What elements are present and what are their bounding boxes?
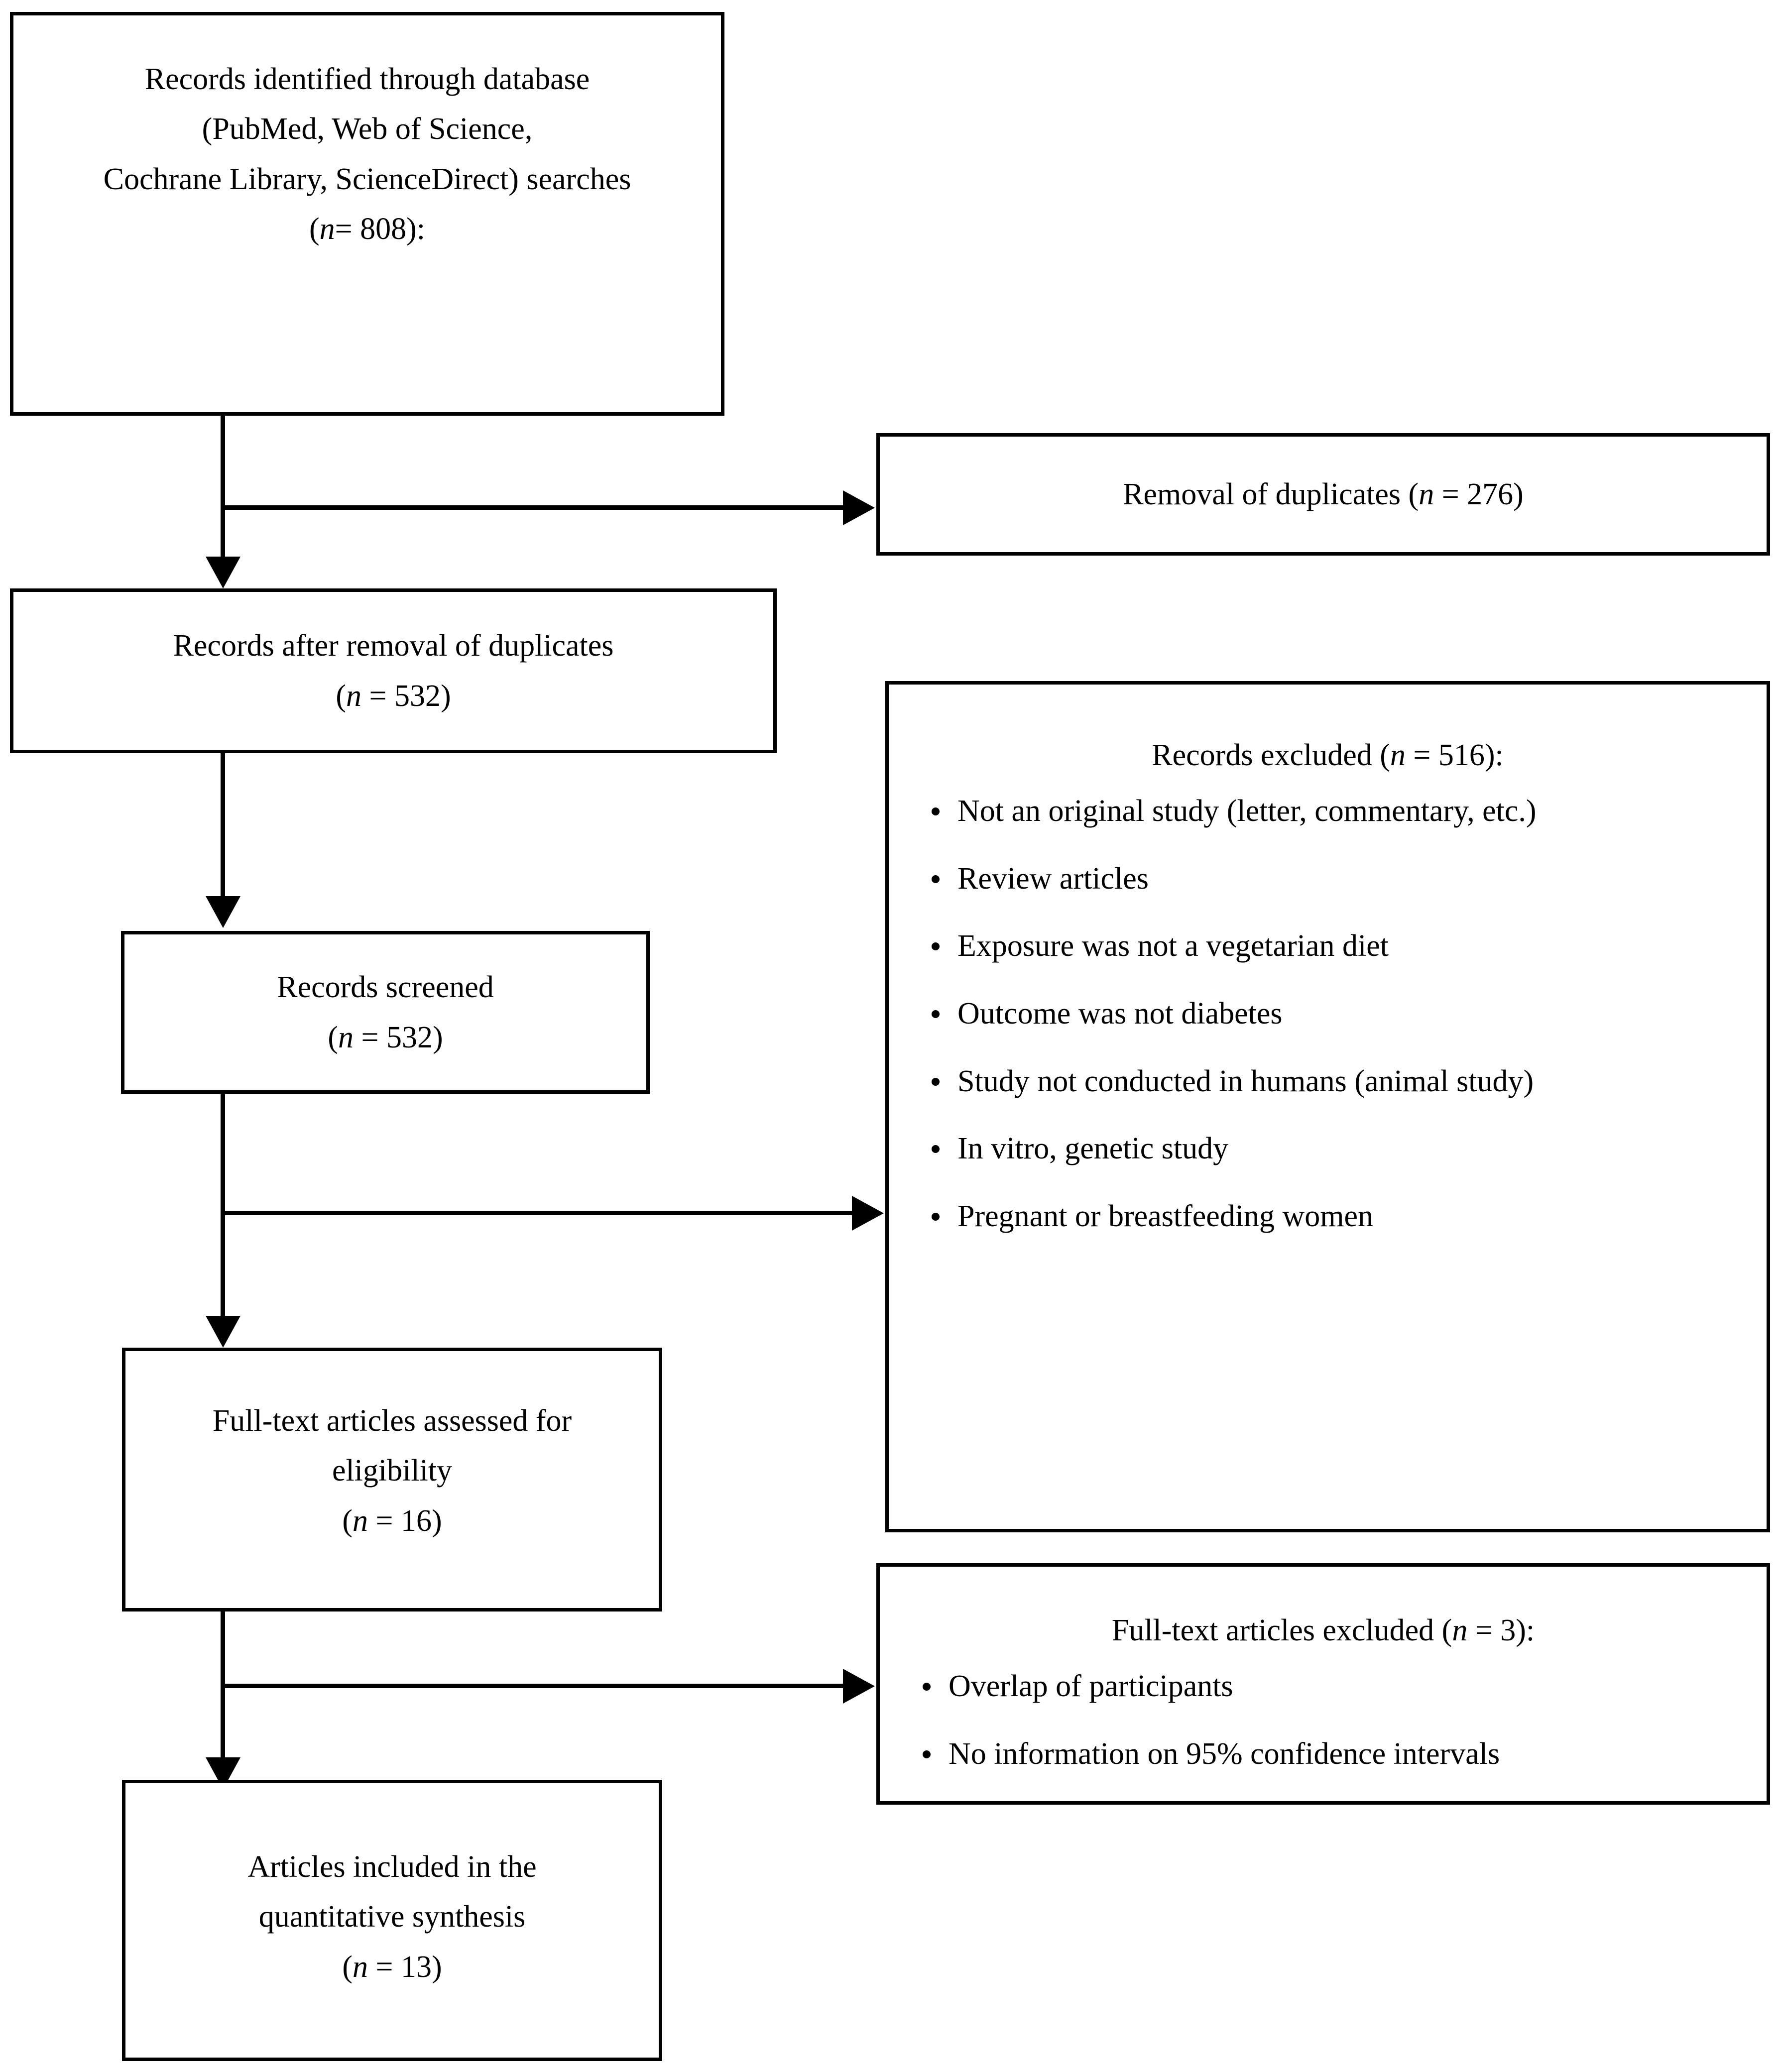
records-identified-line-1: Records identified through database: [144, 62, 590, 96]
list-item-label: Overlap of participants: [949, 1669, 1233, 1703]
fulltext-excluded-header-after: = 3):: [1467, 1613, 1535, 1647]
records-screened-count: (n = 532): [328, 1020, 443, 1054]
n-italic: n: [1419, 477, 1434, 511]
list-item: In vitro, genetic study: [917, 1128, 1739, 1170]
list-item: Study not conducted in humans (animal st…: [917, 1061, 1739, 1103]
n-value: = 13): [368, 1950, 442, 1984]
list-item: Pregnant or breastfeeding women: [917, 1196, 1739, 1238]
connector-to-fulltext-excluded: [223, 1684, 845, 1688]
box-records-excluded: Records excluded (n = 516): Not an origi…: [885, 681, 1770, 1532]
records-after-removal-count: (n = 532): [336, 679, 451, 713]
fulltext-assessed-count: (n = 16): [342, 1503, 442, 1538]
list-item: Overlap of participants: [908, 1666, 1739, 1708]
box-articles-included: Articles included in the quantitative sy…: [122, 1780, 662, 2061]
n-italic: n: [353, 1950, 368, 1984]
articles-included-line-2: quantitative synthesis: [258, 1900, 526, 1934]
bullet-dot-icon: [932, 875, 940, 883]
list-item: Exposure was not a vegetarian diet: [917, 925, 1739, 967]
box-removal-of-duplicates: Removal of duplicates (n = 276): [876, 433, 1770, 556]
n-italic: n: [1390, 738, 1406, 772]
records-after-removal-line-1: Records after removal of duplicates: [173, 629, 614, 663]
n-italic: n: [1452, 1613, 1468, 1647]
removal-of-duplicates-text: Removal of duplicates (n = 276): [1123, 469, 1524, 519]
n-italic: n: [319, 212, 335, 246]
bullet-dot-icon: [932, 807, 940, 815]
fulltext-assessed-line-2: eligibility: [332, 1454, 453, 1488]
arrowhead-to-after-duplicates: [206, 557, 240, 588]
n-value: = 532): [354, 1020, 443, 1054]
list-item-label: Not an original study (letter, commentar…: [957, 794, 1537, 828]
records-excluded-header: Records excluded (n = 516):: [917, 732, 1739, 779]
fulltext-excluded-header: Full-text articles excluded (n = 3):: [908, 1608, 1739, 1654]
records-identified-count: (n= 808):: [309, 212, 425, 246]
fulltext-excluded-header-before: Full-text articles excluded (: [1111, 1613, 1452, 1647]
list-item-label: Study not conducted in humans (animal st…: [957, 1064, 1534, 1098]
list-item-label: No information on 95% confidence interva…: [949, 1736, 1500, 1771]
bullet-dot-icon: [932, 1145, 940, 1153]
list-item: Not an original study (letter, commentar…: [917, 791, 1739, 832]
arrowhead-to-screened: [206, 896, 240, 928]
connector-to-duplicates-box: [223, 505, 845, 510]
fulltext-assessed-line-1: Full-text articles assessed for: [212, 1404, 572, 1438]
articles-included-count: (n = 13): [342, 1950, 442, 1984]
arrowhead-to-duplicates-box: [843, 490, 875, 525]
bullet-dot-icon: [923, 1750, 931, 1758]
records-excluded-header-before: Records excluded (: [1152, 738, 1390, 772]
records-identified-line-2: (PubMed, Web of Science,: [202, 112, 533, 146]
arrowhead-to-fulltext-assessed: [206, 1316, 240, 1348]
list-item: Outcome was not diabetes: [917, 993, 1739, 1035]
arrowhead-to-records-excluded: [852, 1196, 884, 1231]
list-item: No information on 95% confidence interva…: [908, 1733, 1739, 1775]
list-item-label: Exposure was not a vegetarian diet: [957, 929, 1389, 963]
bullet-dot-icon: [932, 942, 940, 951]
n-value: = 532): [361, 679, 451, 713]
connector-screened-to-fulltext: [221, 1094, 225, 1318]
list-item-label: Outcome was not diabetes: [957, 997, 1283, 1031]
n-value: = 16): [368, 1503, 442, 1538]
articles-included-line-1: Articles included in the: [247, 1850, 537, 1884]
list-item-label: Review articles: [957, 861, 1149, 896]
bullet-dot-icon: [932, 1077, 940, 1086]
box-fulltext-assessed: Full-text articles assessed for eligibil…: [122, 1348, 662, 1612]
connector-identified-to-after-duplicates: [221, 416, 225, 559]
connector-to-records-excluded: [223, 1211, 854, 1215]
removal-text-after: = 276): [1434, 477, 1524, 511]
removal-text-before: Removal of duplicates (: [1123, 477, 1419, 511]
list-item-label: In vitro, genetic study: [957, 1132, 1229, 1166]
records-excluded-header-after: = 516):: [1405, 738, 1504, 772]
box-fulltext-excluded: Full-text articles excluded (n = 3): Ove…: [876, 1563, 1770, 1805]
records-excluded-list: Not an original study (letter, commentar…: [917, 791, 1739, 1238]
n-value: = 808):: [335, 212, 425, 246]
n-italic: n: [353, 1503, 368, 1538]
n-italic: n: [338, 1020, 354, 1054]
fulltext-excluded-list: Overlap of participants No information o…: [908, 1666, 1739, 1775]
bullet-dot-icon: [923, 1682, 931, 1691]
records-screened-line-1: Records screened: [277, 970, 494, 1005]
n-italic: n: [346, 679, 362, 713]
list-item-label: Pregnant or breastfeeding women: [957, 1199, 1374, 1234]
connector-after-duplicates-to-screened: [221, 753, 225, 898]
bullet-dot-icon: [932, 1010, 940, 1018]
arrowhead-to-fulltext-excluded: [843, 1669, 875, 1704]
box-records-after-removal: Records after removal of duplicates (n =…: [10, 588, 777, 753]
box-records-screened: Records screened (n = 532): [121, 931, 650, 1094]
bullet-dot-icon: [932, 1212, 940, 1221]
list-item: Review articles: [917, 858, 1739, 900]
records-identified-line-3: Cochrane Library, ScienceDirect) searche…: [103, 162, 631, 196]
box-records-identified: Records identified through database (Pub…: [10, 12, 724, 416]
